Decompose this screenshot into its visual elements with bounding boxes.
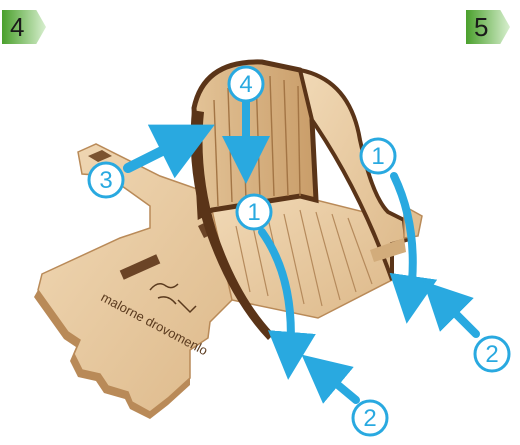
- callout-4: 4: [229, 67, 263, 101]
- callout-3: 3: [89, 163, 123, 197]
- svg-text:2: 2: [485, 341, 498, 368]
- svg-text:4: 4: [239, 71, 252, 98]
- arrow-callout-3: [128, 138, 188, 168]
- arrow-callout-2-right: [440, 298, 476, 334]
- svg-text:2: 2: [363, 405, 376, 432]
- svg-text:3: 3: [99, 167, 112, 194]
- svg-text:1: 1: [371, 143, 384, 170]
- arrow-callout-2-bottom: [320, 370, 356, 400]
- callout-1-right: 1: [361, 139, 395, 173]
- svg-text:1: 1: [247, 199, 260, 226]
- callout-2-bottom: 2: [353, 401, 387, 435]
- callout-1-left: 1: [237, 195, 271, 229]
- callout-2-right: 2: [475, 337, 509, 371]
